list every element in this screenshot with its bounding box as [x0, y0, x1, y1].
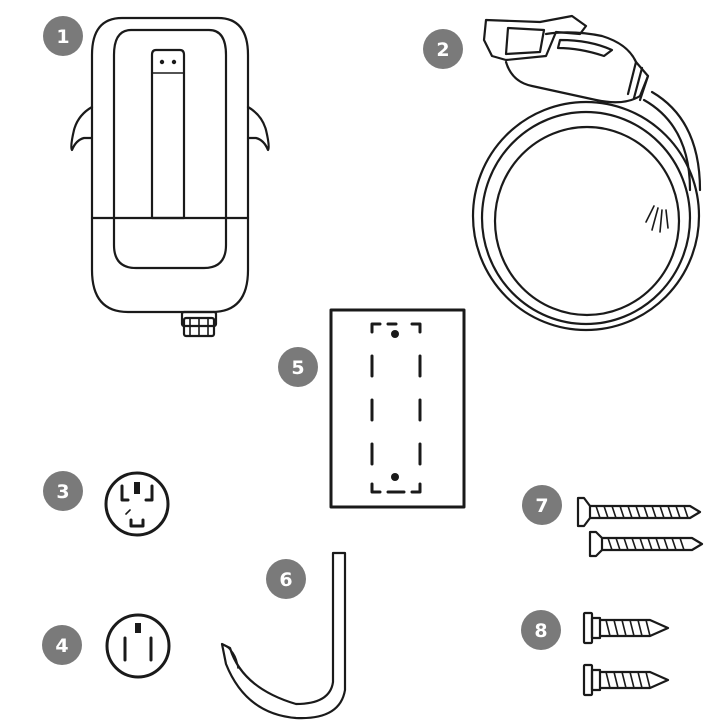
badge-number: 5 — [291, 357, 304, 379]
badge-2: 2 — [423, 29, 463, 69]
wall-bracket-plate-icon — [329, 308, 466, 509]
badge-circle — [266, 559, 306, 599]
badge-5: 5 — [278, 347, 318, 387]
badge-circle — [43, 16, 83, 56]
outlet-6-50-icon — [105, 613, 171, 679]
wood-screws-icon — [576, 496, 704, 558]
badge-6: 6 — [266, 559, 306, 599]
badge-circle — [521, 610, 561, 650]
badge-7: 7 — [522, 485, 562, 525]
badge-number: 4 — [55, 635, 68, 657]
badge-circle — [522, 485, 562, 525]
badge-number: 3 — [56, 481, 69, 503]
badge-number: 1 — [56, 26, 69, 48]
badge-3: 3 — [43, 471, 83, 511]
badge-circle — [423, 29, 463, 69]
anchor-screws-icon — [582, 611, 670, 697]
badge-number: 8 — [534, 620, 547, 642]
outlet-14-50-icon — [104, 471, 170, 537]
badge-circle — [42, 625, 82, 665]
badge-1: 1 — [43, 16, 83, 56]
badge-4: 4 — [42, 625, 82, 665]
badge-circle — [278, 347, 318, 387]
badge-8: 8 — [521, 610, 561, 650]
badge-number: 7 — [535, 495, 548, 517]
badge-number: 2 — [436, 39, 449, 61]
cable-hook-icon — [220, 551, 347, 720]
wall-charger-unit-icon — [70, 16, 270, 338]
charging-connector-cable-icon — [471, 14, 702, 332]
badge-number: 6 — [279, 569, 292, 591]
badge-circle — [43, 471, 83, 511]
